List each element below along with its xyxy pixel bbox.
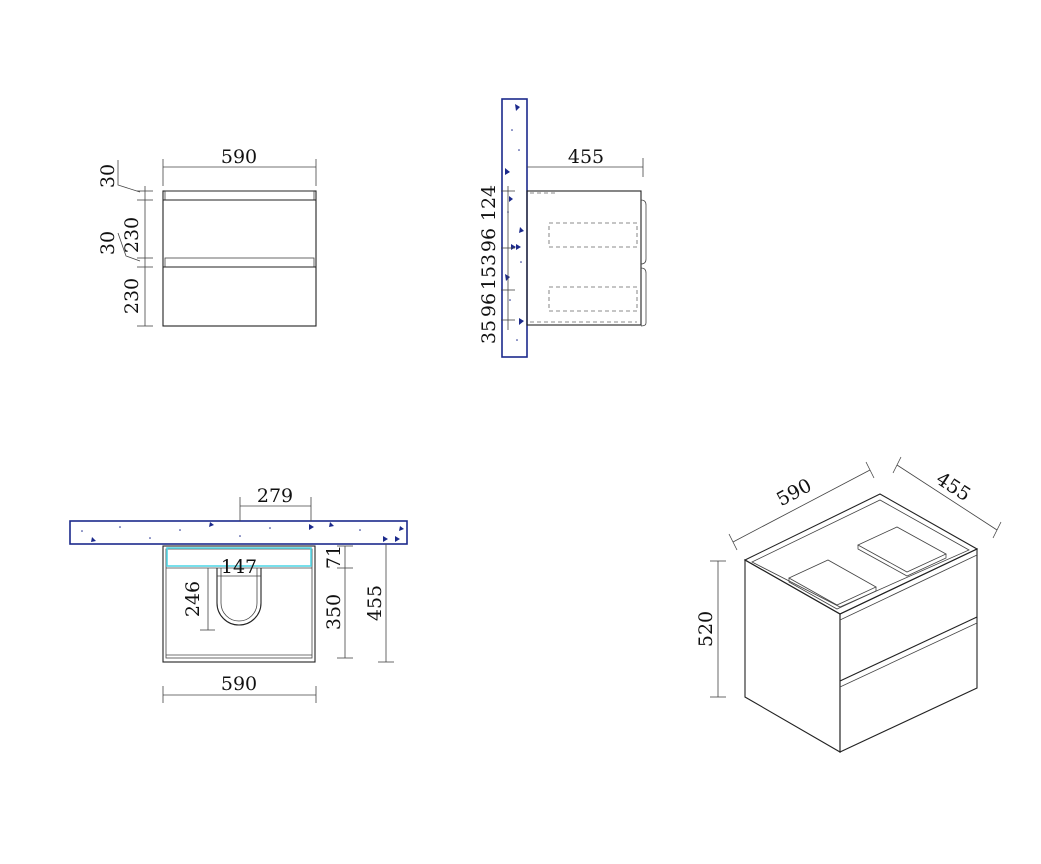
- front-view: 590 30 230 30 230: [97, 146, 317, 327]
- plan-wall-concrete-hatch: [81, 522, 404, 542]
- side-wall-concrete-hatch: [505, 104, 524, 341]
- iso-drawer-divider-gap: [839, 622, 978, 688]
- front-top-gap-leader: [117, 160, 141, 193]
- side-dim-4-label: 96: [478, 293, 500, 317]
- front-mid-gap-label: 30: [97, 231, 119, 255]
- iso-width-tick-2: [865, 461, 875, 479]
- side-wall-section: [501, 98, 528, 358]
- side-drawer-2-box: [548, 286, 638, 312]
- side-dim-3-label: 153: [478, 254, 500, 290]
- plan-cutout-highlight: [166, 547, 312, 567]
- iso-top-inner-rim: [751, 499, 970, 608]
- plan-total-depth-label: 455: [364, 585, 386, 621]
- plan-trap-cutout-inner: [220, 568, 258, 622]
- plan-inner-depth-label: 350: [323, 594, 345, 630]
- iso-width-label: 590: [773, 474, 815, 510]
- side-depth-label: 455: [568, 146, 604, 168]
- iso-depth-label: 455: [932, 468, 974, 506]
- plan-cabinet-inner: [165, 548, 313, 659]
- front-mid-gap-leader: [117, 232, 141, 262]
- iso-recess-right: [857, 526, 947, 573]
- front-drawer-2-label: 230: [121, 278, 143, 314]
- iso-depth-dim-line: [896, 464, 998, 531]
- iso-top-face: [743, 493, 979, 615]
- plan-wall-section: [69, 520, 408, 545]
- plan-trap-cutout-outer: [216, 568, 262, 626]
- front-mid-gap: [164, 257, 315, 268]
- front-top-gap-label: 30: [97, 164, 119, 188]
- front-drawer-1-label: 230: [121, 217, 143, 253]
- iso-height-label: 520: [695, 611, 717, 647]
- iso-recess-left-depth: [788, 578, 877, 610]
- front-cabinet-outline: [162, 190, 317, 327]
- side-dim-2-label: 96: [478, 228, 500, 252]
- iso-front-face: [839, 548, 978, 753]
- iso-depth-tick-1: [892, 456, 902, 474]
- side-drawer-1-box: [548, 222, 638, 248]
- iso-drawer-divider: [839, 616, 978, 682]
- side-drawer-2-profile: [640, 267, 647, 327]
- iso-top-gap: [839, 554, 978, 621]
- plan-trap-depth-label: 246: [182, 581, 204, 617]
- side-cabinet-outline: [526, 190, 642, 326]
- front-width-label: 590: [221, 146, 257, 168]
- plan-trap-width-label: 147: [221, 556, 257, 578]
- iso-recess-right-depth: [857, 545, 947, 577]
- side-dim-5-label: 35: [478, 320, 500, 344]
- plan-cutout-width-label: 279: [257, 485, 293, 507]
- side-view: 455 124 96 153 96 35: [478, 98, 647, 358]
- iso-width-tick-1: [728, 533, 738, 551]
- plan-cabinet-outline: [162, 545, 316, 663]
- iso-side-face: [744, 559, 841, 753]
- front-top-gap: [164, 190, 315, 201]
- iso-recess-left: [788, 559, 877, 606]
- plan-offset-label: 71: [323, 545, 345, 569]
- side-dim-1-label: 124: [478, 185, 500, 221]
- plan-view: 279 147 246 71 350 455 590: [69, 485, 408, 703]
- iso-width-dim-line: [732, 469, 871, 543]
- iso-view: 590 455 520: [695, 456, 1002, 753]
- iso-depth-tick-2: [992, 521, 1002, 539]
- side-drawer-1-profile: [640, 199, 647, 265]
- plan-width-label: 590: [221, 673, 257, 695]
